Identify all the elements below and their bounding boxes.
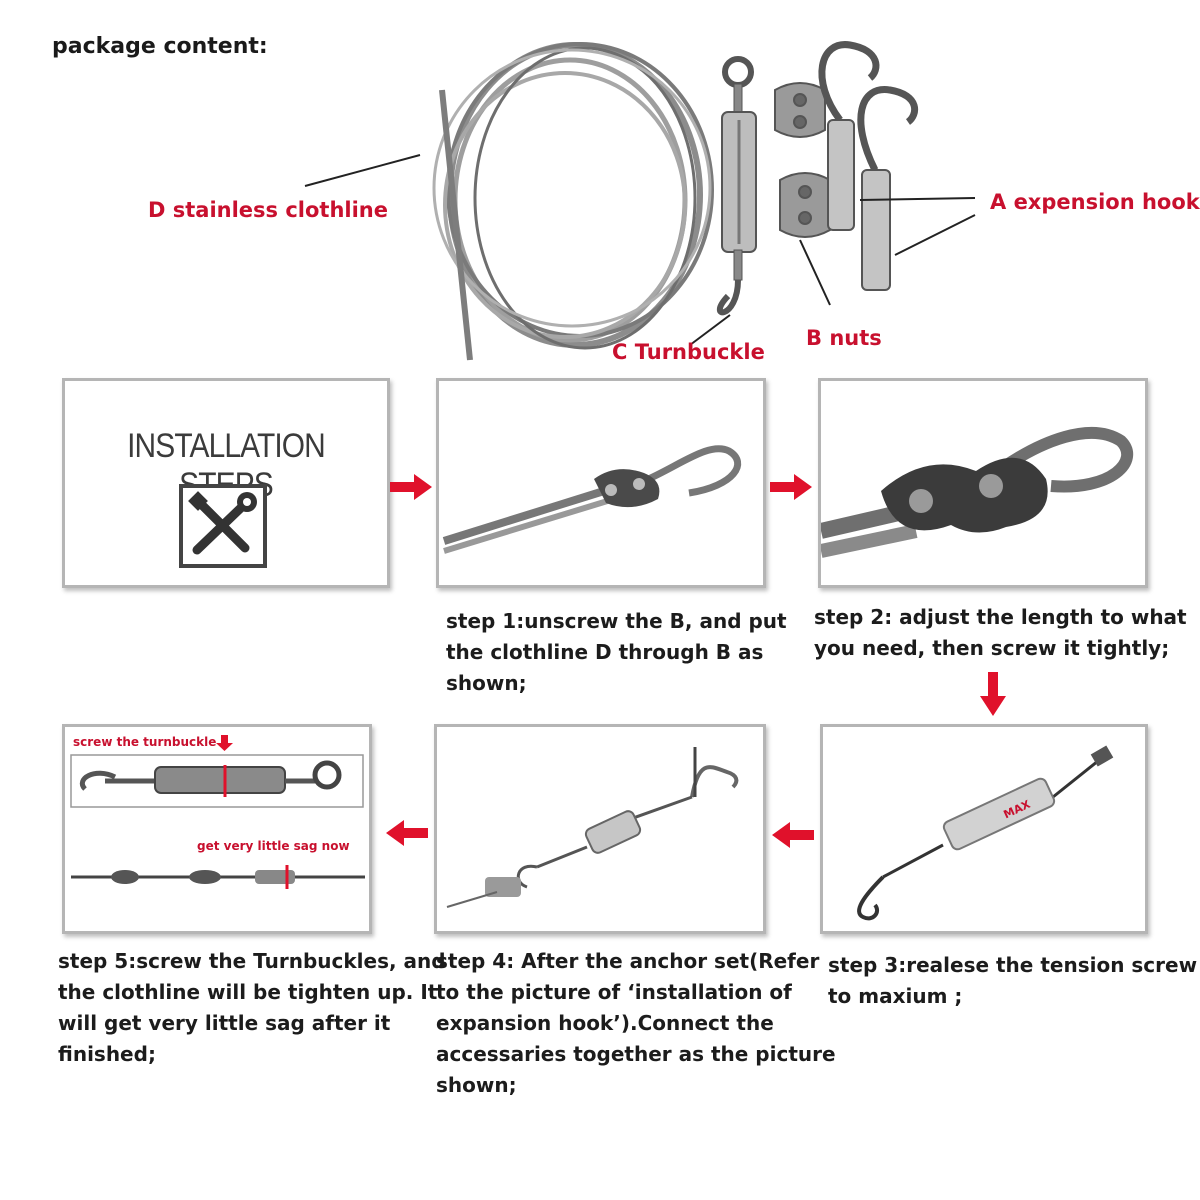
step1-text: step 1:unscrew the B, and put the clothl… <box>446 609 787 695</box>
step5-text: step 5:screw the Turnbuckles, and the cl… <box>58 949 446 1066</box>
turnbuckle-part <box>716 56 757 316</box>
wire-nuts-part <box>774 82 831 238</box>
step3-image: MAX <box>820 724 1148 934</box>
page-title: package content: <box>52 34 268 59</box>
step5-image: screw the turnbuckle get very little sag… <box>62 724 372 934</box>
label-turnbuckle: C Turnbuckle <box>612 340 765 364</box>
label-expansion-hook: A expension hook <box>990 190 1200 214</box>
step3-text: step 3:realese the tension screw to maxi… <box>828 953 1198 1008</box>
arrow-right-1 <box>390 474 432 500</box>
installation-steps-panel: INSTALLATION STEPS <box>62 378 390 588</box>
arrow-left-1 <box>386 820 428 846</box>
package-illustration <box>304 41 976 361</box>
note-little-sag: get very little sag now <box>197 839 350 853</box>
step2-image <box>818 378 1148 588</box>
step4-text: step 4: After the anchor set(Refer to th… <box>436 949 836 1097</box>
step1-image <box>436 378 766 588</box>
arrow-down <box>980 672 1006 716</box>
label-stainless-clothline: D stainless clothline <box>148 198 389 222</box>
step2-text: step 2: adjust the length to what you ne… <box>814 605 1187 660</box>
note-screw-turnbuckle: screw the turnbuckle <box>73 735 217 749</box>
clothline-coil <box>432 42 714 361</box>
arrow-left-2 <box>772 822 814 848</box>
label-nuts: B nuts <box>806 326 882 350</box>
arrow-right-2 <box>770 474 812 500</box>
step4-image <box>434 724 766 934</box>
wrench-screwdriver-icon <box>179 484 267 568</box>
